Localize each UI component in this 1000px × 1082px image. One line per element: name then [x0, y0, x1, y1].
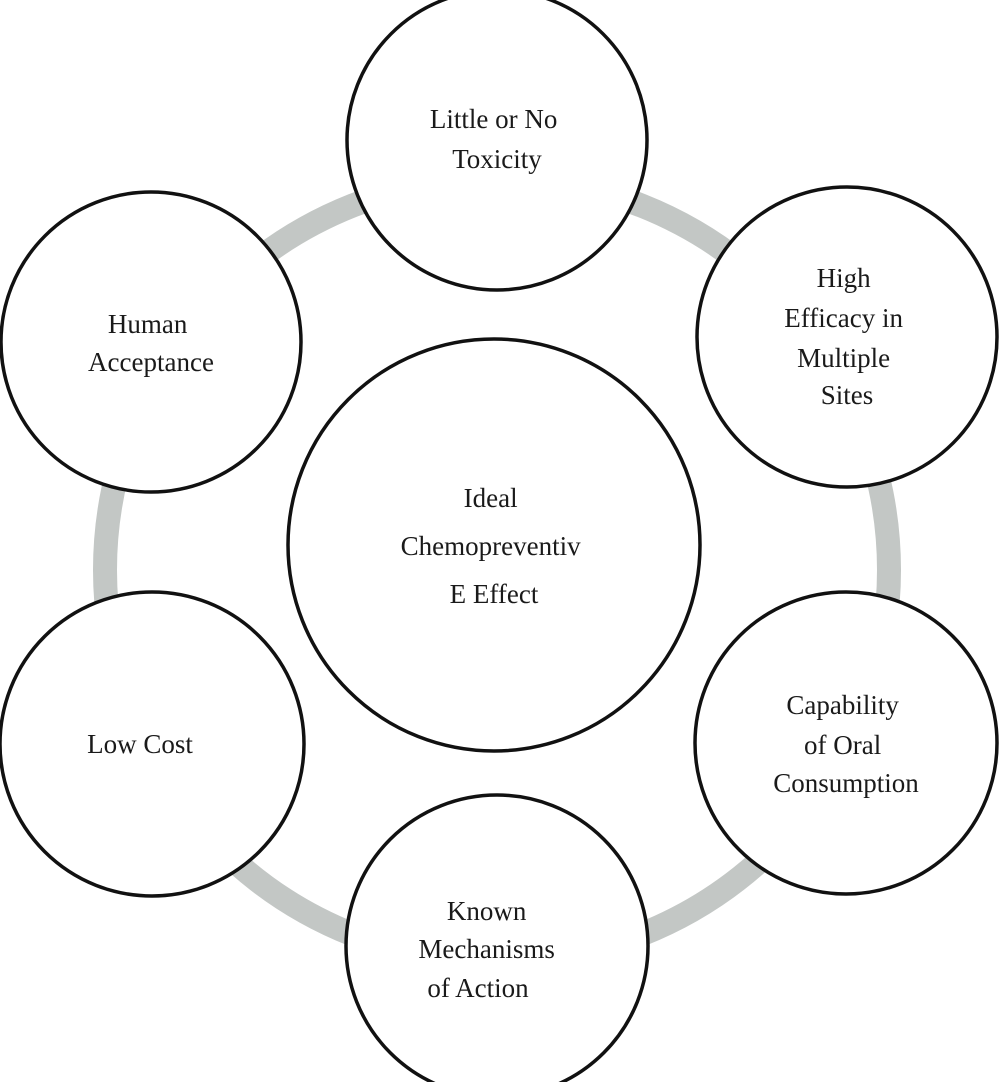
- node-low-cost: Low Cost: [0, 590, 306, 898]
- center-node-label: Ideal Chemopreventiv E Effect: [401, 483, 588, 609]
- node-known-mechanisms: Known Mechanisms of Action: [344, 793, 650, 1082]
- node-human-acceptance: Human Acceptance: [0, 190, 303, 494]
- node-known-mechanisms-label: Known Mechanisms of Action: [418, 896, 561, 1003]
- node-human-acceptance-label: Human Acceptance: [88, 309, 214, 377]
- node-little-or-no-toxicity: Little or No Toxicity: [345, 0, 649, 292]
- node-low-cost-label: Low Cost: [87, 729, 193, 759]
- center-node: Ideal Chemopreventiv E Effect: [286, 337, 702, 753]
- node-high-efficacy-label: High Efficacy in Multiple Sites: [784, 263, 909, 410]
- node-high-efficacy: High Efficacy in Multiple Sites: [695, 185, 999, 489]
- node-little-or-no-toxicity-label: Little or No Toxicity: [430, 104, 564, 174]
- node-oral-consumption: Capability of Oral Consumption: [693, 590, 999, 896]
- node-oral-consumption-label: Capability of Oral Consumption: [773, 690, 919, 798]
